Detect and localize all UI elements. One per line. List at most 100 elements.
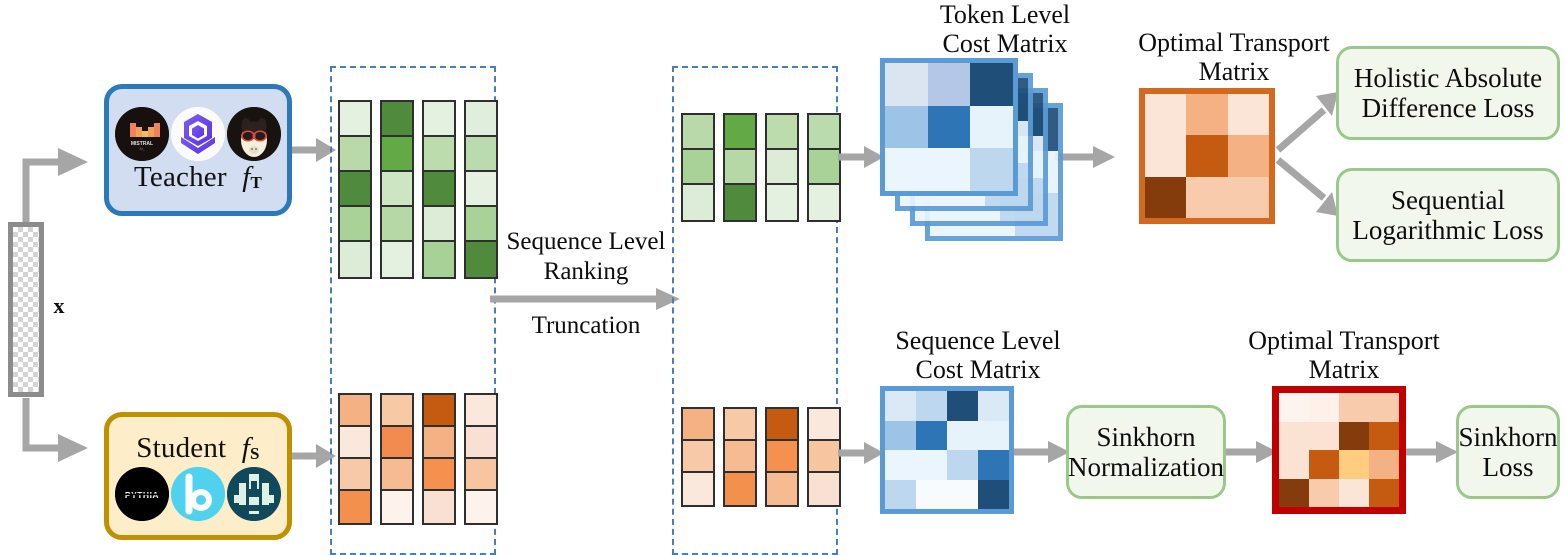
sinkhorn-loss-box[interactable]: Sinkhorn Loss bbox=[1456, 405, 1560, 499]
token-cell bbox=[340, 172, 370, 207]
sequence-ranking-line1: Sequence Level bbox=[506, 228, 666, 255]
token-column bbox=[723, 407, 757, 507]
token-cell bbox=[424, 102, 454, 137]
token-cell bbox=[767, 473, 797, 505]
matrix-cell bbox=[927, 105, 971, 149]
token-cell bbox=[340, 395, 370, 427]
optimal-transport-bottom-title: Optimal Transport Matrix bbox=[1248, 326, 1440, 385]
token-column bbox=[380, 393, 414, 525]
teacher-box[interactable]: MISTRAL AI_ bbox=[104, 84, 292, 216]
token-cell bbox=[424, 172, 454, 207]
matrix-cell bbox=[1309, 421, 1339, 450]
teacher-to-tokens-arrow bbox=[292, 138, 336, 162]
student-to-tokens-arrow bbox=[292, 444, 336, 468]
token-cell bbox=[340, 242, 370, 277]
optimal-transport-matrix-top bbox=[1139, 88, 1275, 224]
matrix-cell bbox=[885, 105, 928, 149]
token-cell bbox=[340, 491, 370, 523]
input-branch-connector bbox=[22, 148, 88, 462]
matrix-cell bbox=[1227, 94, 1269, 136]
matrix-cell bbox=[1369, 421, 1399, 450]
truncated-sequences-container bbox=[672, 66, 838, 555]
svg-text:AI_: AI_ bbox=[139, 147, 144, 151]
token-cost-matrix-stack bbox=[880, 58, 1080, 243]
llama-logo bbox=[227, 106, 281, 161]
token-cell bbox=[466, 242, 496, 277]
token-column bbox=[807, 407, 841, 507]
sequence-ranking-line2: Ranking bbox=[543, 258, 629, 285]
sequence-level-cost-matrix bbox=[880, 386, 1014, 514]
teacher-logos: MISTRAL AI_ bbox=[115, 106, 281, 161]
token-cell bbox=[809, 185, 839, 220]
bloom-logo bbox=[171, 466, 225, 521]
sinkhorn-normalization-box[interactable]: Sinkhorn Normalization bbox=[1066, 405, 1226, 499]
token-column bbox=[765, 113, 799, 222]
token-cell bbox=[767, 409, 797, 441]
token-cell bbox=[466, 207, 496, 242]
token-cell bbox=[340, 102, 370, 137]
matrix-cell bbox=[1339, 421, 1369, 450]
token-cell bbox=[466, 395, 496, 427]
ot-to-losses-arrows bbox=[1275, 92, 1338, 216]
student-name: Student bbox=[136, 431, 227, 464]
pythia-logo: PYTHIA bbox=[115, 466, 169, 521]
matrix-cell bbox=[1339, 393, 1369, 422]
matrix-cell bbox=[1186, 176, 1228, 218]
matrix-cell bbox=[1339, 450, 1369, 479]
matrix-cell bbox=[885, 391, 916, 421]
token-cell bbox=[809, 473, 839, 505]
token-cell bbox=[683, 115, 713, 150]
token-cell bbox=[424, 207, 454, 242]
token-column bbox=[380, 100, 414, 279]
matrix-cell bbox=[947, 479, 978, 509]
matrix-cell bbox=[1279, 450, 1309, 479]
matrix-cell bbox=[947, 450, 978, 480]
token-cell bbox=[382, 427, 412, 459]
qwen-logo bbox=[171, 106, 225, 161]
student-logos: PYTHIA bbox=[115, 466, 281, 521]
teacher-symbol: f bbox=[242, 160, 251, 193]
input-x-block bbox=[8, 222, 44, 397]
token-cell bbox=[466, 102, 496, 137]
token-cell bbox=[683, 409, 713, 441]
teacher-subscript: T bbox=[250, 172, 262, 192]
token-cell bbox=[725, 150, 755, 185]
holistic-absolute-difference-loss-box[interactable]: Holistic Absolute Difference Loss bbox=[1336, 46, 1560, 140]
sequential-logarithmic-loss-box[interactable]: Sequential Logarithmic Loss bbox=[1336, 168, 1560, 262]
token-cell bbox=[340, 427, 370, 459]
mistral-logo: MISTRAL AI_ bbox=[115, 106, 169, 161]
token-cell bbox=[424, 242, 454, 277]
sequence-ranking-arrow bbox=[490, 288, 680, 310]
matrix-cell bbox=[978, 420, 1009, 450]
token-cell bbox=[725, 409, 755, 441]
token-cell bbox=[725, 441, 755, 473]
token-cell bbox=[382, 172, 412, 207]
token-cell bbox=[767, 115, 797, 150]
student-box[interactable]: Student fS PYTHIA bbox=[104, 412, 292, 540]
matrix-cell bbox=[916, 450, 947, 480]
matrix-cell bbox=[970, 105, 1013, 149]
full-sequences-container bbox=[330, 66, 496, 555]
matrix-cell bbox=[978, 450, 1009, 480]
token-cell bbox=[382, 491, 412, 523]
ot-bottom-to-sinkhorn-loss-arrow bbox=[1406, 441, 1458, 463]
token-column bbox=[338, 393, 372, 525]
token-cell bbox=[725, 115, 755, 150]
matrix-cell bbox=[947, 420, 978, 450]
token-cell bbox=[809, 150, 839, 185]
token-cell bbox=[767, 185, 797, 220]
token-cell bbox=[424, 137, 454, 172]
token-cell bbox=[382, 137, 412, 172]
token-cell bbox=[466, 491, 496, 523]
teacher-name: Teacher bbox=[134, 160, 227, 193]
token-cell bbox=[340, 459, 370, 491]
token-column bbox=[681, 407, 715, 507]
token-cell bbox=[340, 137, 370, 172]
matrix-cell bbox=[978, 391, 1009, 421]
matrix-cell bbox=[1279, 393, 1309, 422]
matrix-cell bbox=[978, 479, 1009, 509]
matrix-cell bbox=[1309, 450, 1339, 479]
token-cell bbox=[382, 395, 412, 427]
token-column bbox=[422, 100, 456, 279]
token-cost-matrix-title: Token Level Cost Matrix bbox=[939, 0, 1071, 59]
